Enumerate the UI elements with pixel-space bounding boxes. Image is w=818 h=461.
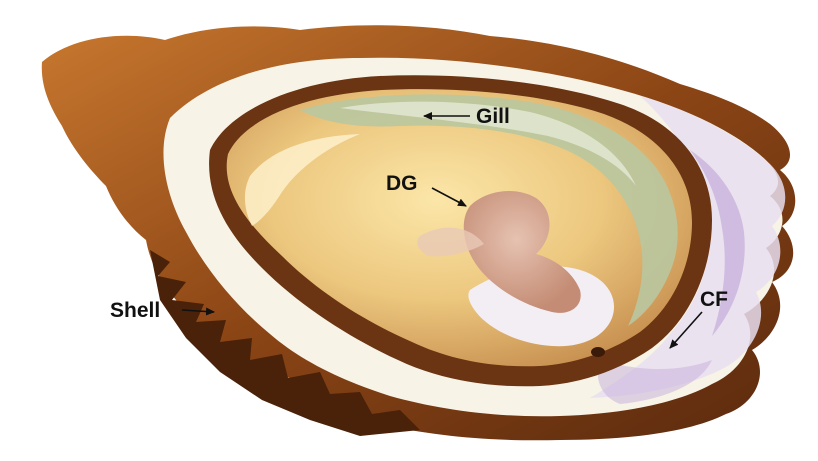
dg-label: DG <box>386 172 418 195</box>
cloacal-spot <box>591 347 605 357</box>
shell-label: Shell <box>110 299 160 322</box>
cf-label: CF <box>700 288 728 311</box>
gill-label: Gill <box>476 105 510 128</box>
